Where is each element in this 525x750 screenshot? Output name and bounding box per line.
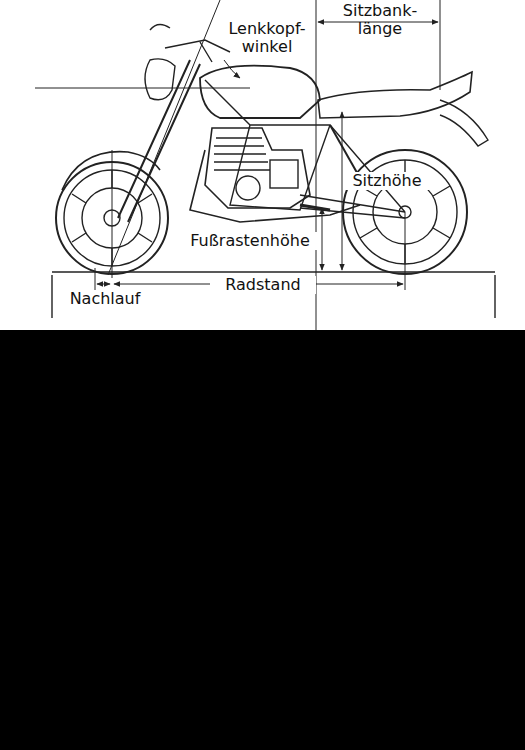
footpeg-height-label: Fußrastenhöhe <box>182 232 318 250</box>
angle-label: Lenkkopf- winkel <box>222 20 312 57</box>
black-area <box>0 330 525 750</box>
rear-shock <box>330 125 360 178</box>
fuel-tank <box>200 66 320 118</box>
seat <box>318 72 472 118</box>
mirror <box>150 24 170 30</box>
headlight <box>145 59 175 100</box>
trail-line <box>112 150 113 278</box>
angle-arc <box>224 60 240 78</box>
footpeg <box>300 205 330 210</box>
footpeg-height-dimension <box>322 208 323 270</box>
rear-axle-line <box>405 212 406 290</box>
trail-dimension <box>97 284 110 285</box>
rear-fender <box>440 100 488 146</box>
wheelbase-label: Radstand <box>210 276 316 294</box>
frame-line <box>494 275 495 318</box>
frame-tube <box>205 80 405 212</box>
seat-height-label: Sitzhöhe <box>344 172 430 190</box>
reference-line <box>35 88 250 89</box>
seat-length-label: Sitzbank- länge <box>330 2 430 39</box>
front-fender <box>62 152 160 190</box>
ground-line <box>52 271 495 272</box>
frame-line <box>51 275 52 318</box>
trail-line <box>95 268 96 290</box>
engine <box>205 128 310 208</box>
front-fork <box>118 60 200 222</box>
trail-label: Nachlauf <box>62 290 148 308</box>
handlebar <box>165 40 230 62</box>
seat-rear-line <box>440 0 441 90</box>
seat-height-dimension <box>342 112 343 270</box>
